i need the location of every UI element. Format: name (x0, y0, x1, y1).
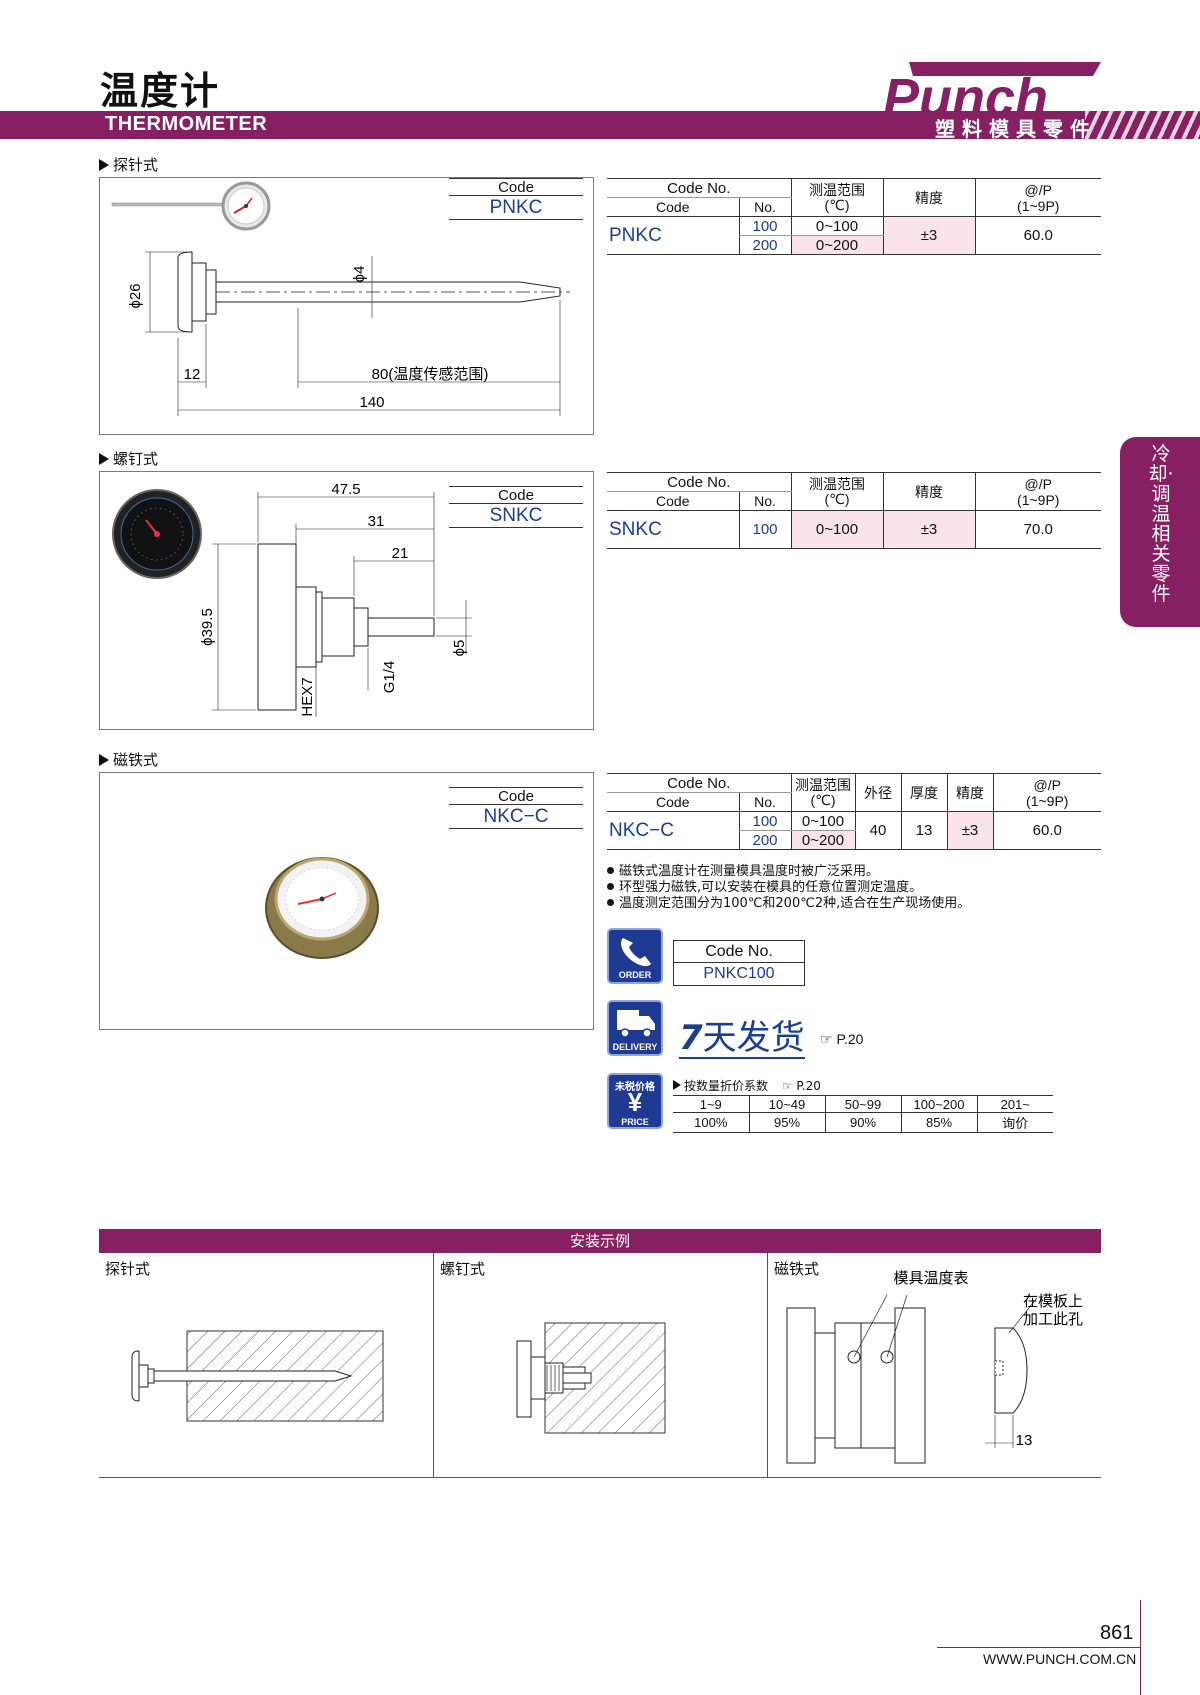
install-area (99, 1253, 1101, 1478)
screw-code: SNKC (449, 504, 583, 528)
magnet-photo (265, 857, 379, 959)
install-divider-2 (767, 1253, 768, 1478)
truck-icon (617, 1010, 655, 1038)
dim-dia26: ϕ26 (127, 283, 144, 308)
order-icon: ORDER (607, 928, 663, 984)
delivery-ref-link[interactable]: ☞ P.20 (820, 1031, 864, 1047)
magnet-code: NKC−C (449, 805, 583, 829)
price-title: 按数量折价系数 ☞ P.20 (673, 1077, 821, 1094)
phone-icon (621, 938, 651, 967)
order-example: PNKC100 (703, 965, 775, 982)
dim-80: 80(温度传感范围) (372, 366, 489, 383)
dim-21: 21 (392, 545, 409, 562)
dim-dia4: ϕ4 (351, 266, 368, 283)
install-hole-dim: 13 (1016, 1432, 1033, 1449)
notes: 磁铁式温度计在测量模具温度时被广泛采用。 环型强力磁铁,可以安装在模具的任意位置… (607, 864, 970, 912)
title-bar (0, 111, 1200, 139)
dim-47-5: 47.5 (331, 481, 360, 498)
section-label-magnet: 磁铁式 (99, 749, 158, 770)
probe-photo (111, 181, 271, 231)
note-3: 温度测定范围分为100℃和200℃2种,适合在生产现场使用。 (607, 896, 970, 912)
dim-hex7: HEX7 (299, 677, 316, 716)
magnet-row-code: NKC−C (607, 811, 739, 850)
yen-icon: ¥ (627, 1087, 643, 1117)
price-ref-link[interactable]: ☞ P.20 (781, 1079, 821, 1093)
footer-url[interactable]: WWW.PUNCH.COM.CN (983, 1651, 1137, 1667)
brand-name: Punch (883, 68, 1048, 122)
footer-vertical-line (1140, 1600, 1141, 1695)
install-label-magnet: 磁铁式 (774, 1260, 820, 1278)
magnet-drawing-panel (99, 772, 594, 1030)
dim-12: 12 (184, 366, 201, 383)
page-number: 861 (1100, 1622, 1134, 1644)
install-hole-label-1: 在模板上 (1023, 1292, 1083, 1310)
screw-code-box: Code SNKC (449, 486, 583, 528)
probe-row-code: PNKC (607, 216, 739, 255)
brand-subtitle: 塑料模具零件 (935, 117, 1097, 141)
title-en: THERMOMETER (105, 113, 268, 135)
probe-code-box: Code PNKC (449, 178, 583, 220)
install-divider-1 (433, 1253, 434, 1478)
footer-line (937, 1647, 1140, 1648)
dim-140: 140 (359, 394, 384, 411)
side-tab-label: 冷却·调温相关零件 (1148, 443, 1174, 605)
install-mold-label: 模具温度表 (893, 1269, 968, 1287)
section-label-probe: 探针式 (99, 154, 158, 175)
dim-dia5: ϕ5 (451, 640, 468, 657)
screw-photo (112, 489, 202, 579)
magnet-code-box: Code NKC−C (449, 787, 583, 829)
dim-31: 31 (368, 513, 385, 530)
brand-logo: Punch (883, 62, 1101, 122)
dim-g14: G1/4 (381, 661, 398, 694)
probe-drawing-panel: ϕ26 ϕ4 12 80(温度传感范围) 140 (99, 177, 594, 435)
page-title: 温度计 (100, 69, 221, 113)
probe-code: PNKC (449, 196, 583, 220)
magnet-spec-table: Code No. 测温范围(℃) 外径 厚度 精度 @/P(1~9P) Code… (607, 773, 1101, 850)
screw-drawing-panel: 47.5 31 21 ϕ39.5 HEX7 G1/4 ϕ5 (99, 471, 594, 730)
install-title-bar: 安装示例 (99, 1229, 1101, 1253)
note-1: 磁铁式温度计在测量模具温度时被广泛采用。 (607, 864, 970, 880)
install-label-probe: 探针式 (105, 1260, 151, 1278)
price-icon: 未税价格 ¥ PRICE (607, 1073, 663, 1129)
screw-row-code: SNKC (607, 510, 739, 549)
note-2: 环型强力磁铁,可以安装在模具的任意位置测定温度。 (607, 880, 970, 896)
install-hole-label-2: 加工此孔 (1023, 1310, 1083, 1328)
delivery-text: 7天发货 (679, 1018, 805, 1059)
section-label-screw: 螺钉式 (99, 448, 158, 469)
install-screw-drawing (516, 1322, 666, 1434)
install-drawings: 模具温度表 在模板上 加工此孔 13 (131, 1269, 1083, 1464)
header-stripes (1085, 111, 1200, 139)
screw-drawing: 47.5 31 21 ϕ39.5 HEX7 G1/4 ϕ5 (112, 481, 472, 717)
install-label-screw: 螺钉式 (440, 1260, 486, 1278)
probe-drawing: ϕ26 ϕ4 12 80(温度传感范围) 140 (111, 181, 570, 416)
delivery-icon: DELIVERY (607, 1000, 663, 1056)
order-code-table: Code No. PNKC100 (673, 940, 805, 986)
install-magnet-drawing (786, 1294, 1038, 1464)
brand-swoosh (909, 62, 1101, 76)
side-tab[interactable] (1120, 437, 1200, 627)
install-probe-drawing (131, 1330, 384, 1422)
dim-dia39-5: ϕ39.5 (199, 608, 216, 646)
